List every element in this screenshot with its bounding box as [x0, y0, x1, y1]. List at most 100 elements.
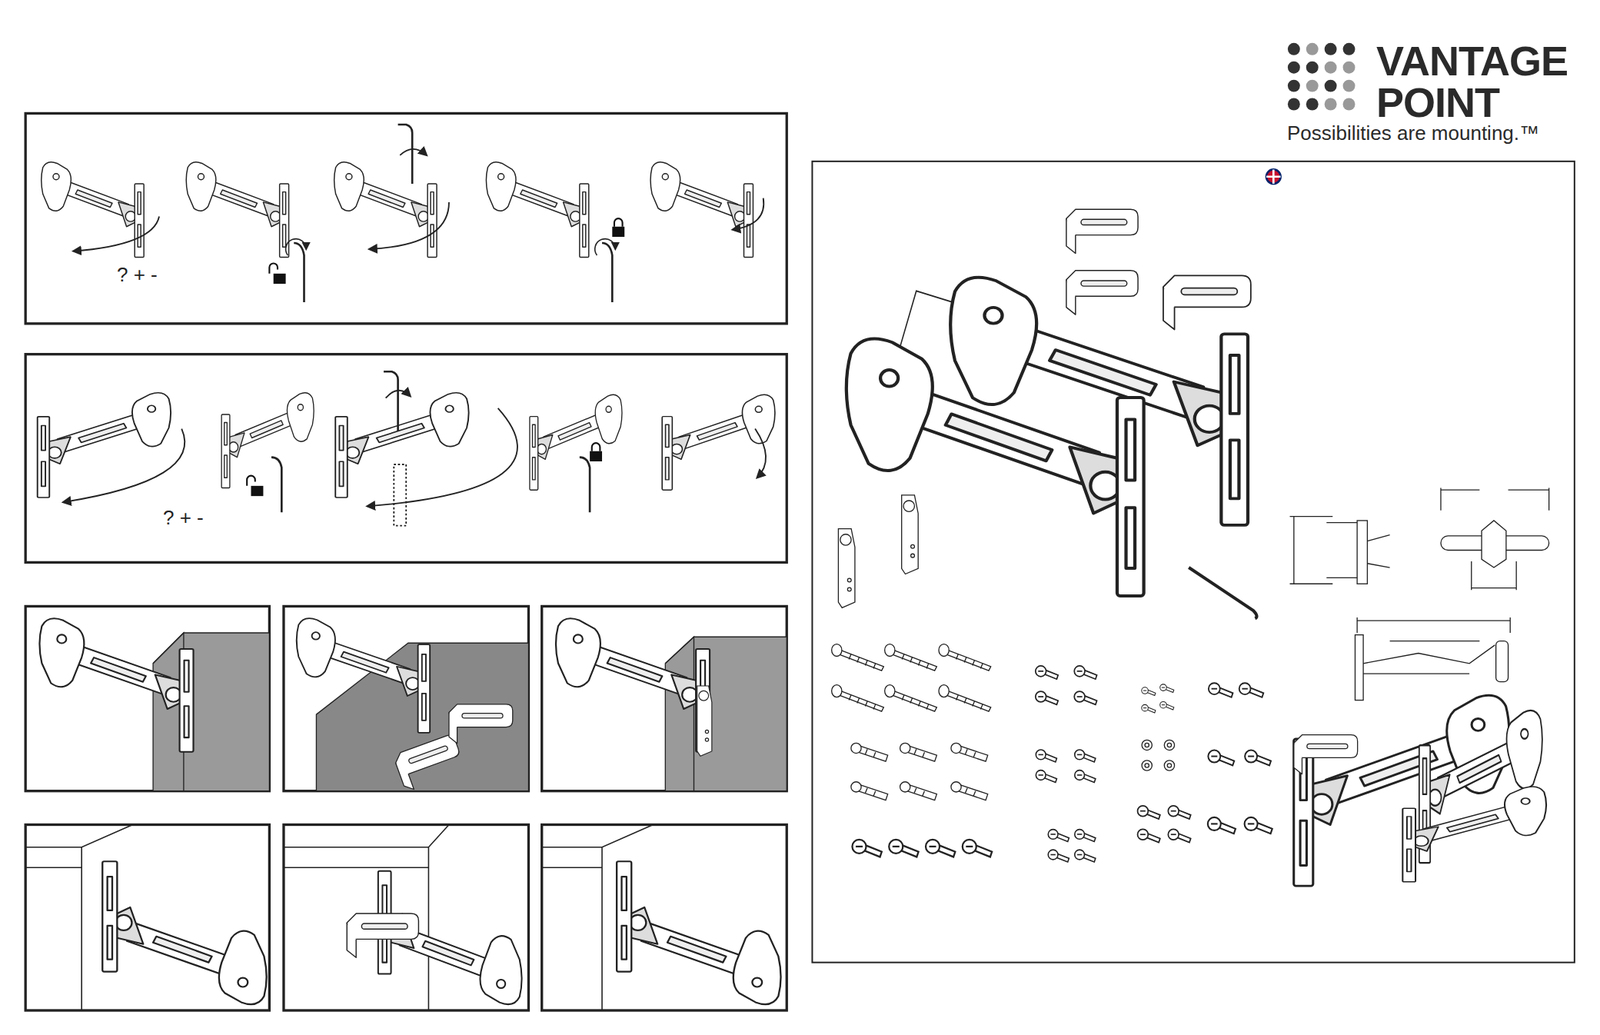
- circle-shape: [1266, 169, 1281, 184]
- use-shape: [102, 861, 267, 1005]
- use-shape: [555, 618, 710, 752]
- path-shape: [1188, 567, 1257, 619]
- use-shape: [39, 618, 193, 752]
- use-shape: [962, 839, 992, 858]
- circle-shape: [1324, 61, 1338, 74]
- use-shape: [296, 618, 430, 733]
- use-shape: [1035, 691, 1058, 705]
- use-shape: [1164, 739, 1175, 750]
- path-shape: [1357, 617, 1511, 642]
- path-shape: [293, 242, 304, 303]
- rect-shape: [25, 113, 787, 323]
- rect-shape: [25, 824, 270, 1011]
- use-shape: [831, 644, 885, 672]
- path-shape: [1266, 169, 1281, 184]
- use-shape: [1293, 735, 1358, 775]
- g-shape: [73, 149, 765, 252]
- use-shape: [383, 371, 399, 431]
- adjust-symbol: ? + -: [162, 507, 204, 528]
- rect-shape: [1496, 641, 1509, 682]
- use-shape: [831, 685, 885, 712]
- use-shape: [589, 442, 603, 462]
- use-shape: [1137, 828, 1161, 842]
- use-shape: [1419, 710, 1543, 863]
- g-shape: [25, 824, 653, 1011]
- use-shape: [1244, 750, 1271, 766]
- use-shape: [221, 392, 314, 489]
- rect-shape: [1354, 635, 1364, 701]
- path-shape: [63, 429, 185, 503]
- use-shape: [346, 913, 419, 958]
- path-shape: [153, 632, 270, 792]
- circle-shape: [1306, 43, 1319, 56]
- use-shape: [846, 338, 1145, 596]
- use-shape: [1137, 805, 1161, 819]
- use-shape: [1066, 270, 1138, 315]
- use-shape: [938, 644, 992, 672]
- use-shape: [1160, 701, 1175, 710]
- use-shape: [1035, 665, 1058, 679]
- use-shape: [650, 162, 753, 258]
- use-shape: [1239, 682, 1265, 698]
- use-shape: [1244, 817, 1273, 834]
- tagline: Possibilities are mounting.™: [1287, 123, 1540, 144]
- rect-shape: [811, 161, 1574, 963]
- use-shape: [485, 162, 589, 258]
- path-shape: [1440, 488, 1550, 511]
- path-shape: [367, 408, 518, 506]
- use-shape: [884, 644, 938, 672]
- use-shape: [925, 839, 955, 858]
- path-shape: [1290, 516, 1364, 585]
- path-shape: [283, 824, 450, 1011]
- circle-shape: [1287, 79, 1301, 93]
- path-shape: [1363, 645, 1495, 674]
- circle-shape: [1306, 98, 1319, 111]
- rect-shape: [25, 605, 270, 791]
- use-shape: [661, 394, 776, 490]
- use-shape: [1164, 760, 1175, 771]
- use-shape: [851, 742, 889, 762]
- use-shape: [1066, 209, 1138, 253]
- logo-word: POINT: [1376, 81, 1500, 124]
- use-shape: [900, 781, 938, 801]
- path-shape: [369, 202, 450, 250]
- rect-shape: [542, 605, 788, 791]
- circle-shape: [1324, 43, 1338, 56]
- use-shape: [1141, 760, 1152, 771]
- path-shape: [1471, 561, 1517, 590]
- use-shape: [951, 781, 988, 801]
- circle-shape: [1287, 61, 1301, 74]
- use-shape: [1141, 739, 1152, 750]
- use-shape: [1293, 695, 1510, 886]
- logo-word: VANTAGE: [1376, 39, 1568, 82]
- use-shape: [1035, 770, 1057, 783]
- use-shape: [37, 392, 171, 498]
- path-shape: [1481, 520, 1507, 568]
- use-shape: [1047, 849, 1069, 862]
- use-shape: [1141, 687, 1156, 696]
- use-shape: [697, 685, 712, 756]
- path-shape: [73, 216, 160, 251]
- path-shape: [665, 636, 694, 791]
- use-shape: [41, 162, 144, 258]
- path-shape: [595, 239, 616, 256]
- use-shape: [1160, 684, 1175, 693]
- use-shape: [951, 742, 988, 762]
- use-shape: [1074, 665, 1097, 679]
- g-shape: [63, 390, 766, 526]
- circle-shape: [1324, 98, 1338, 111]
- use-shape: [851, 839, 882, 858]
- path-shape: [286, 239, 307, 256]
- path-shape: [271, 457, 282, 513]
- rect-shape: [393, 464, 406, 526]
- path-shape: [665, 636, 787, 791]
- circle-shape: [1343, 79, 1356, 93]
- rect-shape: [25, 354, 787, 563]
- use-shape: [851, 781, 889, 801]
- use-shape: [901, 495, 919, 575]
- use-shape: [186, 162, 289, 258]
- circle-shape: [1287, 98, 1301, 111]
- path-shape: [755, 429, 766, 479]
- use-shape: [335, 392, 469, 498]
- use-shape: [1207, 750, 1235, 766]
